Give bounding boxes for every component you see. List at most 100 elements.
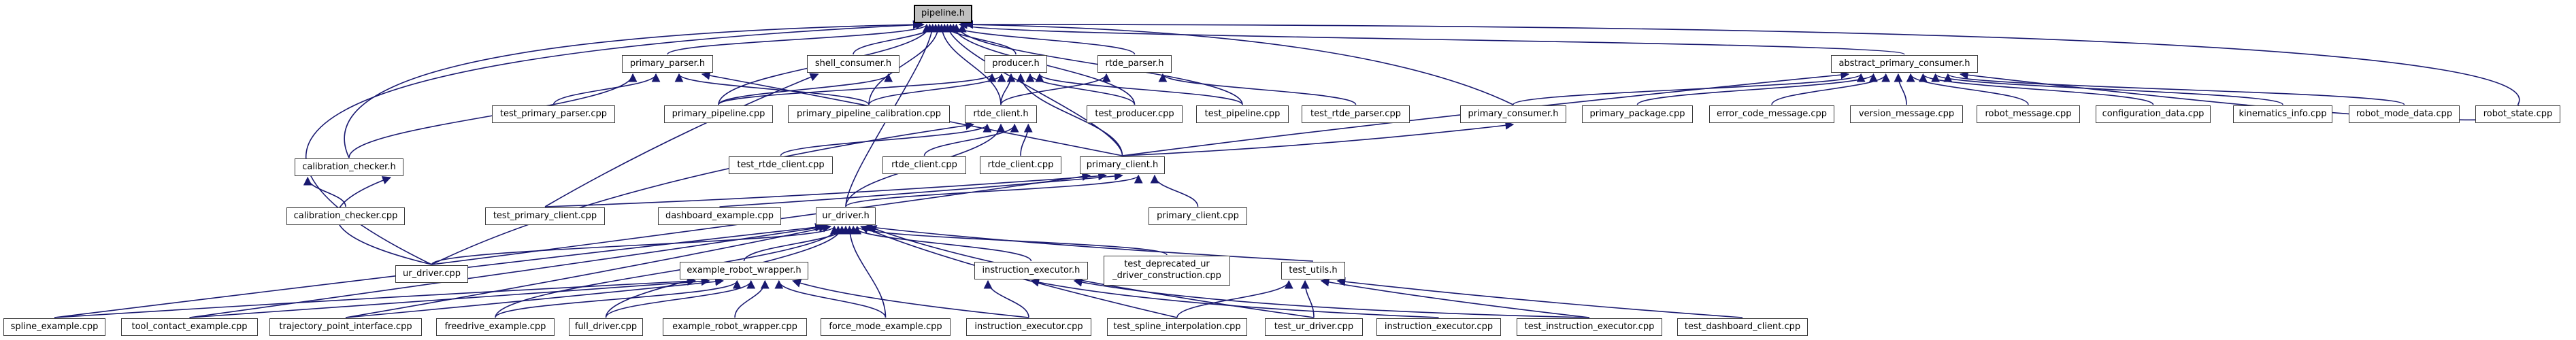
edge-test_rtde_parser_cpp--rtde_parser_h [1158, 73, 1357, 105]
edge-instruction_executor_cpp_1--example_robot_wrapper_h [792, 279, 1029, 318]
graph-node-test_primary_parser_cpp[interactable]: test_primary_parser.cpp [492, 105, 615, 123]
edge-test_primary_parser_cpp--primary_parser_h [552, 73, 661, 105]
edge-trajectory_point_interface_cpp--ur_driver_h [345, 224, 831, 318]
edge-spline_example_cpp--example_robot_wrapper_h [54, 277, 696, 318]
graph-node-abstract_primary_consumer_h[interactable]: abstract_primary_consumer.h [1831, 55, 1978, 73]
edge-primary_client_h--primary_consumer_h [1122, 120, 1515, 156]
edge-rtde_client_cpp_1--rtde_client_h [923, 123, 1019, 156]
edge-trajectory_point_interface_cpp--example_robot_wrapper_h [345, 277, 724, 318]
graph-node-primary_package_cpp[interactable]: primary_package.cpp [1582, 105, 1693, 123]
edge-test_pipeline_cpp--producer_h [1035, 73, 1243, 105]
edge-primary_pipeline_cpp--shell_consumer_h [718, 73, 893, 105]
edge-tool_contact_example_cpp--example_robot_wrapper_h [189, 277, 710, 318]
edge-kinematics_info_cpp--abstract_primary_consumer_h [1931, 73, 2283, 105]
graph-node-rtde_client_cpp_2[interactable]: rtde_client.cpp [980, 156, 1061, 174]
edge-test_ur_driver_cpp--test_utils_h [1300, 279, 1315, 318]
graph-node-calibration_checker_cpp[interactable]: calibration_checker.cpp [286, 207, 405, 225]
graph-node-example_robot_wrapper_cpp[interactable]: example_robot_wrapper.cpp [663, 318, 807, 336]
graph-node-test_spline_interpolation_cpp[interactable]: test_spline_interpolation.cpp [1107, 318, 1247, 336]
graph-node-kinematics_info_cpp[interactable]: kinematics_info.cpp [2233, 105, 2332, 123]
edge-freedrive_example_cpp--example_robot_wrapper_h [495, 279, 742, 318]
graph-node-version_message_cpp[interactable]: version_message.cpp [1850, 105, 1963, 123]
edge-example_robot_wrapper_h--ur_driver_h [743, 225, 851, 262]
edge-instruction_executor_cpp_2--instruction_executor_h [1030, 277, 1439, 318]
edge-shell_consumer_h--pipeline_h [853, 23, 940, 55]
edge-primary_client_h--pipeline_h [943, 23, 1123, 156]
graph-node-instruction_executor_cpp_1[interactable]: instruction_executor.cpp [966, 318, 1091, 336]
edge-rtde_client_h--pipeline_h [937, 23, 1002, 105]
edge-test_primary_client_cpp--shell_consumer_h [544, 73, 819, 207]
edge-test_instruction_executor_cpp--instruction_executor_h [1073, 277, 1590, 318]
edge-test_ur_driver_cpp--ur_driver_h [868, 225, 1315, 318]
graph-node-tool_contact_example_cpp[interactable]: tool_contact_example.cpp [121, 318, 258, 336]
graph-node-test_instruction_executor_cpp[interactable]: test_instruction_executor.cpp [1517, 318, 1662, 336]
edge-test_primary_client_cpp--primary_client_h [544, 171, 1108, 207]
graph-node-freedrive_example_cpp[interactable]: freedrive_example.cpp [436, 318, 555, 336]
edge-ur_driver_h--primary_client_h [845, 174, 1143, 207]
graph-node-example_robot_wrapper_h[interactable]: example_robot_wrapper.h [680, 262, 808, 279]
graph-node-dashboard_example_cpp[interactable]: dashboard_example.cpp [658, 207, 781, 225]
graph-node-robot_message_cpp[interactable]: robot_message.cpp [1977, 105, 2080, 123]
graph-node-test_primary_client_cpp[interactable]: test_primary_client.cpp [485, 207, 605, 225]
graph-node-test_dashboard_client_cpp[interactable]: test_dashboard_client.cpp [1677, 318, 1808, 336]
graph-node-rtde_client_h[interactable]: rtde_client.h [965, 105, 1037, 123]
graph-node-ur_driver_h[interactable]: ur_driver.h [816, 207, 876, 225]
edge-freedrive_example_cpp--ur_driver_h [495, 225, 843, 318]
graph-node-primary_client_cpp[interactable]: primary_client.cpp [1149, 207, 1247, 225]
edge-primary_client_h--primary_parser_h [701, 71, 1123, 156]
edge-test_utils_h--ur_driver_h [863, 222, 1314, 262]
edge-test_producer_cpp--producer_h [1025, 73, 1136, 105]
graph-node-test_rtde_parser_cpp[interactable]: test_rtde_parser.cpp [1302, 105, 1410, 123]
graph-node-spline_example_cpp[interactable]: spline_example.cpp [3, 318, 105, 336]
edge-test_spline_interpolation_cpp--test_utils_h [1176, 279, 1293, 318]
edge-primary_client_cpp--primary_client_h [1150, 174, 1199, 207]
graph-node-test_pipeline_cpp[interactable]: test_pipeline.cpp [1196, 105, 1289, 123]
graph-node-rtde_parser_h[interactable]: rtde_parser.h [1097, 55, 1172, 73]
edge-primary_pipeline_cpp--producer_h [718, 73, 997, 105]
edge-ur_driver_cpp--rtde_client_h [431, 121, 974, 265]
edge-rtde_client_h--rtde_parser_h [1000, 73, 1111, 105]
graph-node-primary_pipeline_cpp[interactable]: primary_pipeline.cpp [664, 105, 773, 123]
graph-node-trajectory_point_interface_cpp[interactable]: trajectory_point_interface.cpp [269, 318, 422, 336]
edge-primary_parser_h--pipeline_h [667, 23, 931, 55]
edge-test_dashboard_client_cpp--test_utils_h [1336, 277, 1743, 318]
graph-node-force_mode_example_cpp[interactable]: force_mode_example.cpp [821, 318, 951, 336]
edge-primary_client_h--producer_h [1016, 73, 1123, 156]
graph-node-ur_driver_cpp[interactable]: ur_driver.cpp [395, 265, 468, 283]
graph-node-test_producer_cpp[interactable]: test_producer.cpp [1087, 105, 1183, 123]
edge-primary_client_h--abstract_primary_consumer_h [1122, 70, 1850, 156]
graph-node-instruction_executor_cpp_2[interactable]: instruction_executor.cpp [1376, 318, 1501, 336]
graph-node-test_utils_h[interactable]: test_utils.h [1281, 262, 1345, 279]
edge-dashboard_example_cpp--primary_client_h [719, 171, 1123, 207]
graph-node-primary_parser_h[interactable]: primary_parser.h [622, 55, 713, 73]
graph-node-test_rtde_client_cpp[interactable]: test_rtde_client.cpp [729, 156, 833, 174]
graph-node-pipeline_h[interactable]: pipeline.h [914, 5, 972, 23]
graph-node-rtde_client_cpp_1[interactable]: rtde_client.cpp [882, 156, 966, 174]
edge-error_code_message_cpp--abstract_primary_consumer_h [1771, 73, 1890, 105]
edge-force_mode_example_cpp--ur_driver_h [845, 225, 887, 318]
edge-primary_consumer_h--pipeline_h [958, 20, 1514, 105]
edge-robot_state_cpp--pipeline_h [964, 20, 2520, 105]
edge-test_rtde_client_cpp--rtde_client_h [780, 123, 992, 156]
graph-node-full_driver_cpp[interactable]: full_driver.cpp [569, 318, 643, 336]
graph-node-producer_h[interactable]: producer.h [985, 55, 1047, 73]
edge-robot_mode_data_cpp--abstract_primary_consumer_h [1943, 73, 2405, 105]
graph-node-test_ur_driver_cpp[interactable]: test_ur_driver.cpp [1265, 318, 1363, 336]
graph-node-robot_state_cpp[interactable]: robot_state.cpp [2475, 105, 2560, 123]
edge-primary_consumer_h--abstract_primary_consumer_h [1513, 73, 1866, 105]
graph-node-shell_consumer_h[interactable]: shell_consumer.h [807, 55, 899, 73]
graph-node-primary_client_h[interactable]: primary_client.h [1080, 156, 1165, 174]
graph-node-primary_consumer_h[interactable]: primary_consumer.h [1460, 105, 1566, 123]
graph-node-error_code_message_cpp[interactable]: error_code_message.cpp [1709, 105, 1834, 123]
graph-node-robot_mode_data_cpp[interactable]: robot_mode_data.cpp [2349, 105, 2460, 123]
graph-node-configuration_data_cpp[interactable]: configuration_data.cpp [2096, 105, 2211, 123]
edge-example_robot_wrapper_cpp--example_robot_wrapper_h [734, 279, 770, 318]
edge-test_instruction_executor_cpp--test_utils_h [1320, 277, 1590, 318]
graph-node-test_deprecated_ur_driver_construction_cpp[interactable]: test_deprecated_ur _driver_construction.… [1104, 256, 1230, 286]
edge-calibration_checker_h--pipeline_h [344, 20, 922, 158]
graph-node-calibration_checker_h[interactable]: calibration_checker.h [295, 158, 403, 176]
graph-node-instruction_executor_h[interactable]: instruction_executor.h [974, 262, 1088, 279]
edge-primary_pipeline_calibration_cpp--pipeline_h [868, 23, 943, 105]
graph-node-primary_pipeline_calibration_cpp[interactable]: primary_pipeline_calibration.cpp [788, 105, 950, 123]
